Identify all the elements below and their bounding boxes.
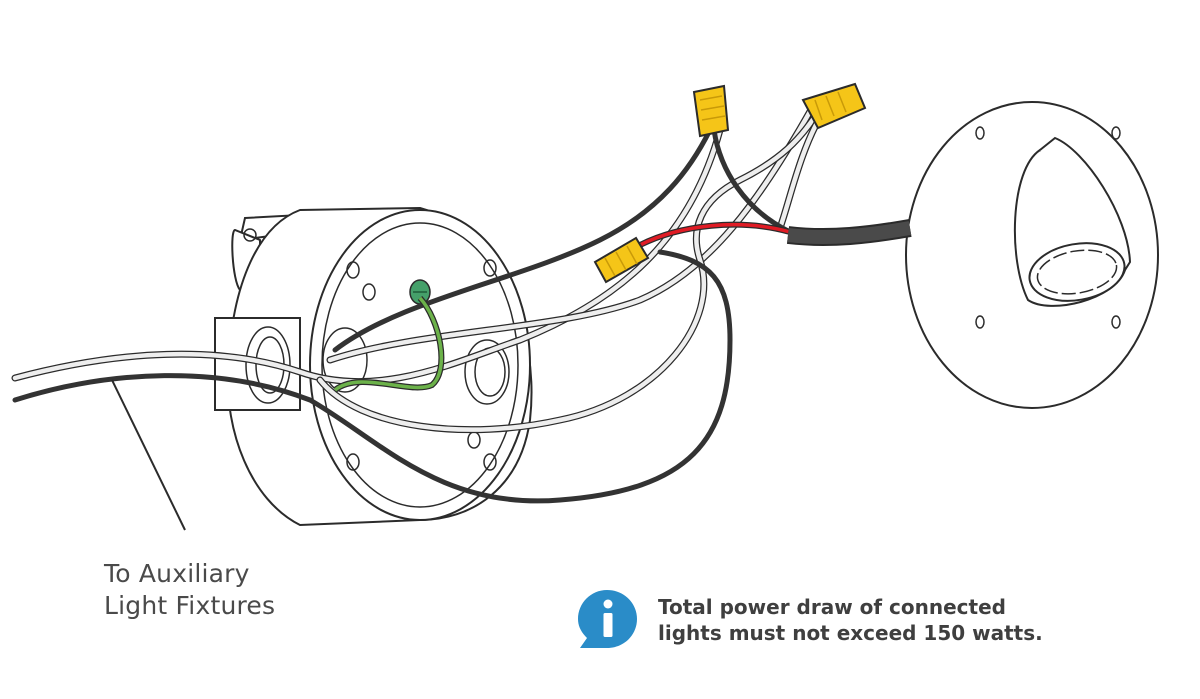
- note-line2: lights must not exceed 150 watts.: [658, 621, 1043, 645]
- wire-nut-middle: [593, 236, 650, 284]
- black-wires: [12, 127, 793, 504]
- wire-nut-right: [801, 82, 867, 130]
- light-fixture-plate: [905, 101, 1159, 409]
- wire-nut-top: [692, 84, 730, 138]
- fixture-cable: [786, 219, 912, 246]
- info-icon: [578, 590, 637, 648]
- white-wires: [11, 104, 827, 434]
- junction-box: [214, 206, 533, 527]
- red-wire: [638, 221, 791, 248]
- aux-leader-line: [111, 379, 186, 531]
- power-note-text: Total power draw of connected lights mus…: [658, 594, 1043, 646]
- aux-label-line2: Light Fixtures: [104, 591, 276, 620]
- power-note: Total power draw of connected lights mus…: [574, 586, 1174, 656]
- ground-wire: [333, 295, 445, 393]
- note-line1: Total power draw of connected: [658, 595, 1006, 619]
- aux-label-line1: To Auxiliary: [104, 559, 250, 588]
- aux-fixtures-label: To Auxiliary Light Fixtures: [104, 558, 275, 622]
